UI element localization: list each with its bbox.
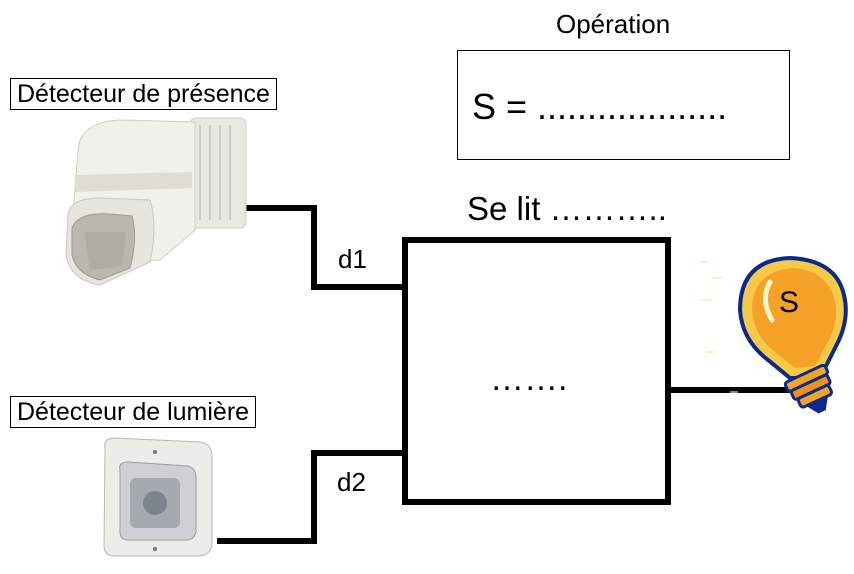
wire-d2: [217, 450, 405, 544]
lamp-icon: [700, 255, 848, 414]
reading-text: Se lit ………..: [467, 190, 667, 227]
input-label-d1: d1: [338, 244, 367, 274]
light-detector-label: Détecteur de lumière: [10, 396, 257, 428]
operation-title: Opération: [556, 9, 671, 39]
operation-expression: S = ...................: [472, 86, 728, 127]
logic-block: [402, 237, 671, 505]
block-content: …….: [490, 360, 568, 398]
presence-detector-icon: [65, 117, 247, 286]
wire-d1: [217, 205, 405, 290]
presence-detector-label: Détecteur de présence: [10, 78, 277, 110]
lamp-label: S: [779, 286, 800, 319]
operation-box: S = ...................: [457, 50, 790, 160]
light-detector-icon: [103, 437, 213, 557]
input-label-d2: d2: [337, 467, 366, 497]
